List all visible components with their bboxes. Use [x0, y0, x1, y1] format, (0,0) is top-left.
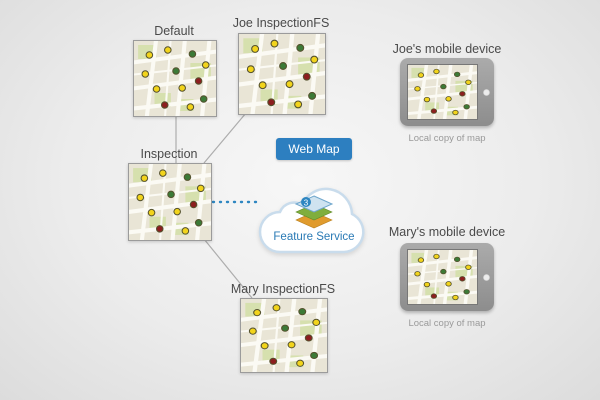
device-label-joe: Joe's mobile device — [392, 42, 502, 56]
device-caption-joe: Local copy of map — [408, 133, 486, 144]
map-thumbnail-default — [133, 40, 217, 117]
device-caption-mary: Local copy of map — [408, 318, 486, 329]
device-label-mary: Mary's mobile device — [388, 225, 506, 239]
mobile-device-mary — [400, 243, 494, 311]
home-button-icon — [482, 273, 490, 281]
map-thumbnail-inspection — [128, 163, 212, 241]
webmap-badge: Web Map — [276, 138, 352, 160]
map-thumbnail-joe-inspectionfs — [238, 33, 326, 115]
cloud-icon: 3 — [258, 187, 365, 254]
map-label-inspection: Inspection — [140, 147, 198, 161]
connector-joe-inspection — [203, 112, 247, 164]
feature-service-cloud: 3 — [252, 150, 376, 258]
connector-inspection-mary — [203, 238, 253, 299]
map-art — [239, 34, 325, 114]
map-label-mary-inspectionfs: Mary InspectionFS — [230, 282, 336, 296]
map-art — [408, 250, 477, 304]
webmap-badge-row: Web Map — [252, 138, 376, 160]
map-art — [129, 164, 211, 240]
svg-text:3: 3 — [304, 198, 309, 207]
device-screen — [407, 64, 478, 120]
home-button-icon — [482, 88, 490, 96]
map-art — [241, 299, 327, 372]
device-screen — [407, 249, 478, 305]
map-label-joe-inspectionfs: Joe InspectionFS — [232, 16, 330, 30]
map-art — [134, 41, 216, 116]
map-art — [408, 65, 477, 119]
mobile-device-joe — [400, 58, 494, 126]
layers-icon: 3 — [294, 195, 334, 229]
feature-service-label: Feature Service — [273, 231, 355, 243]
map-thumbnail-mary-inspectionfs — [240, 298, 328, 373]
map-label-default: Default — [154, 24, 194, 38]
